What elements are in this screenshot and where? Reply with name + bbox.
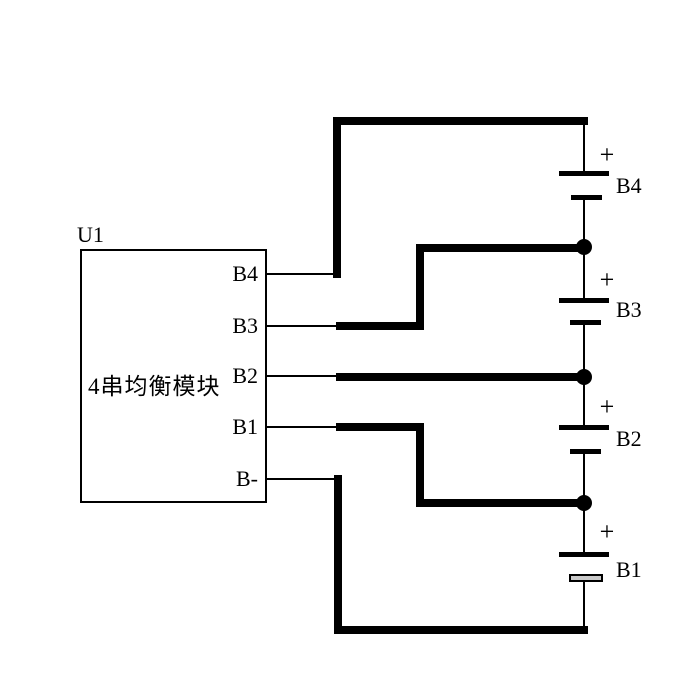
wire-junction-to-cell-b1	[583, 503, 585, 553]
pin-label-b1: B1	[232, 414, 258, 439]
wire-junction-to-cell-b3	[583, 247, 585, 301]
junction-dot-b2-b1	[576, 495, 592, 511]
cell-b3-plus-sign: +	[599, 265, 615, 294]
wire-pin-b1-stub	[265, 426, 338, 428]
cell-label-b3: B3	[616, 297, 642, 322]
wire-pin-b3-stub	[265, 325, 338, 327]
wire-b1-vertical	[416, 423, 424, 507]
cell-b1-negative-plate	[569, 574, 603, 582]
wire-b4-vertical	[333, 117, 341, 278]
cell-b3-positive-plate	[559, 298, 609, 303]
cell-b2-positive-plate	[559, 425, 609, 430]
cell-b4-negative-plate	[571, 195, 602, 200]
cell-label-b1: B1	[616, 557, 642, 582]
wire-junction-to-cell-b2	[583, 377, 585, 426]
cell-b4-positive-plate	[559, 171, 609, 176]
wire-b3-vertical	[416, 244, 424, 330]
module-ref-label: U1	[77, 222, 104, 247]
wire-b4-top-horizontal	[333, 117, 588, 125]
pin-label-b2: B2	[232, 363, 258, 388]
balancer-module-box	[80, 249, 267, 503]
cell-label-b2: B2	[616, 426, 642, 451]
wire-b4-drop-thin	[583, 121, 585, 173]
wire-b1-horizontal-2	[416, 499, 586, 507]
cell-b2-plus-sign: +	[599, 392, 615, 421]
cell-b2-negative-plate	[570, 449, 601, 454]
cell-b1-positive-plate	[559, 552, 609, 557]
pin-label-b4: B4	[232, 261, 258, 286]
wire-pin-bminus-stub	[265, 478, 340, 480]
cell-b3-negative-plate	[570, 320, 601, 325]
wire-b1-horizontal-1	[336, 423, 424, 431]
wire-cell-b3-to-junction	[583, 325, 585, 377]
cell-b1-plus-sign: +	[599, 517, 615, 546]
junction-dot-b4-b3	[576, 239, 592, 255]
wire-cell-b2-to-junction	[583, 454, 585, 503]
pin-label-bminus: B-	[236, 466, 258, 491]
wire-bminus-vertical	[334, 475, 342, 634]
wire-bminus-rise-thin	[583, 581, 585, 630]
wire-bminus-bottom-horizontal	[334, 626, 588, 634]
pin-label-b3: B3	[232, 313, 258, 338]
wire-cell-b4-to-junction	[583, 199, 585, 247]
wire-pin-b2-stub	[265, 375, 338, 377]
wire-b3-horizontal-2	[416, 244, 586, 252]
wire-b3-horizontal-1	[336, 322, 424, 330]
module-name-label: 4串均衡模块	[88, 374, 221, 399]
junction-dot-b3-b2	[576, 369, 592, 385]
wire-pin-b4-stub	[265, 273, 341, 275]
cell-label-b4: B4	[616, 173, 642, 198]
wire-b2-horizontal	[336, 373, 588, 381]
cell-b4-plus-sign: +	[599, 140, 615, 169]
